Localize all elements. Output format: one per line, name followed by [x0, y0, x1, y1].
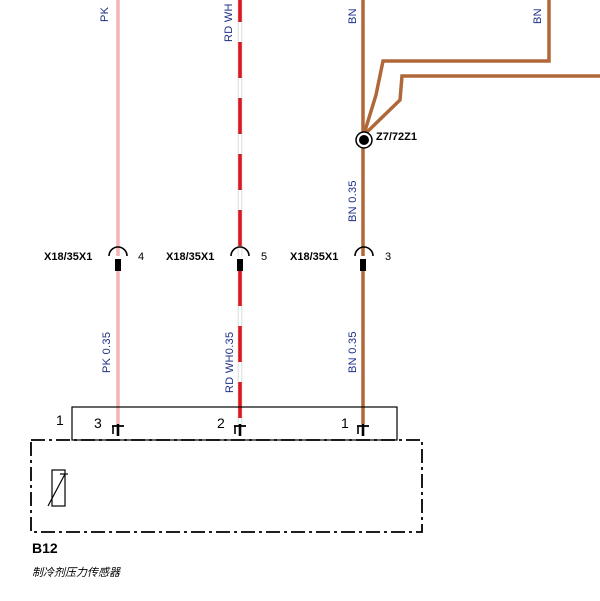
component-pin-number: 3 [94, 415, 102, 431]
splice-label: Z7/72Z1 [376, 131, 417, 143]
wire-label-rd-wh-lower: RD WH0.35 [224, 332, 236, 393]
wire-bn-branch-lower[interactable] [363, 74, 600, 136]
wire-label-pk-top: PK [99, 6, 111, 22]
splice-point[interactable] [355, 131, 373, 149]
wire-label-bn-splice: BN 0.35 [347, 180, 359, 222]
pressure-sensor-icon [47, 469, 68, 507]
component-pin-terminal[interactable] [234, 424, 246, 436]
wire-label-bn-lower: BN 0.35 [347, 331, 359, 373]
component-pin-number: 2 [217, 415, 225, 431]
connector-label: X18/35X1 [166, 251, 214, 263]
component-pin-terminal[interactable] [112, 424, 124, 436]
wire-label-bn-top-right: BN [532, 8, 544, 24]
component-pin-terminal[interactable] [357, 424, 369, 436]
component-name: 制冷剂压力传感器 [32, 567, 120, 579]
component-connector-number: 1 [56, 412, 64, 428]
component-pin-number: 1 [341, 415, 349, 431]
connector-label: X18/35X1 [44, 251, 92, 263]
connector-pin-number: 5 [261, 251, 267, 263]
connector-label: X18/35X1 [290, 251, 338, 263]
component-body-outline[interactable] [30, 439, 423, 533]
connector-pin-number: 3 [385, 251, 391, 263]
wire-bn-branch-upper[interactable] [362, 0, 551, 135]
inline-connector-pin-3[interactable] [354, 246, 374, 271]
inline-connector-pin-4[interactable] [108, 246, 128, 271]
wire-label-bn-top-left: BN [347, 8, 359, 24]
component-id: B12 [32, 540, 58, 556]
wire-label-rd-wh-top: RD WH [223, 3, 235, 42]
connector-pin-number: 4 [138, 251, 144, 263]
wire-label-pk-lower: PK 0.35 [101, 332, 113, 373]
inline-connector-pin-5[interactable] [230, 246, 250, 271]
